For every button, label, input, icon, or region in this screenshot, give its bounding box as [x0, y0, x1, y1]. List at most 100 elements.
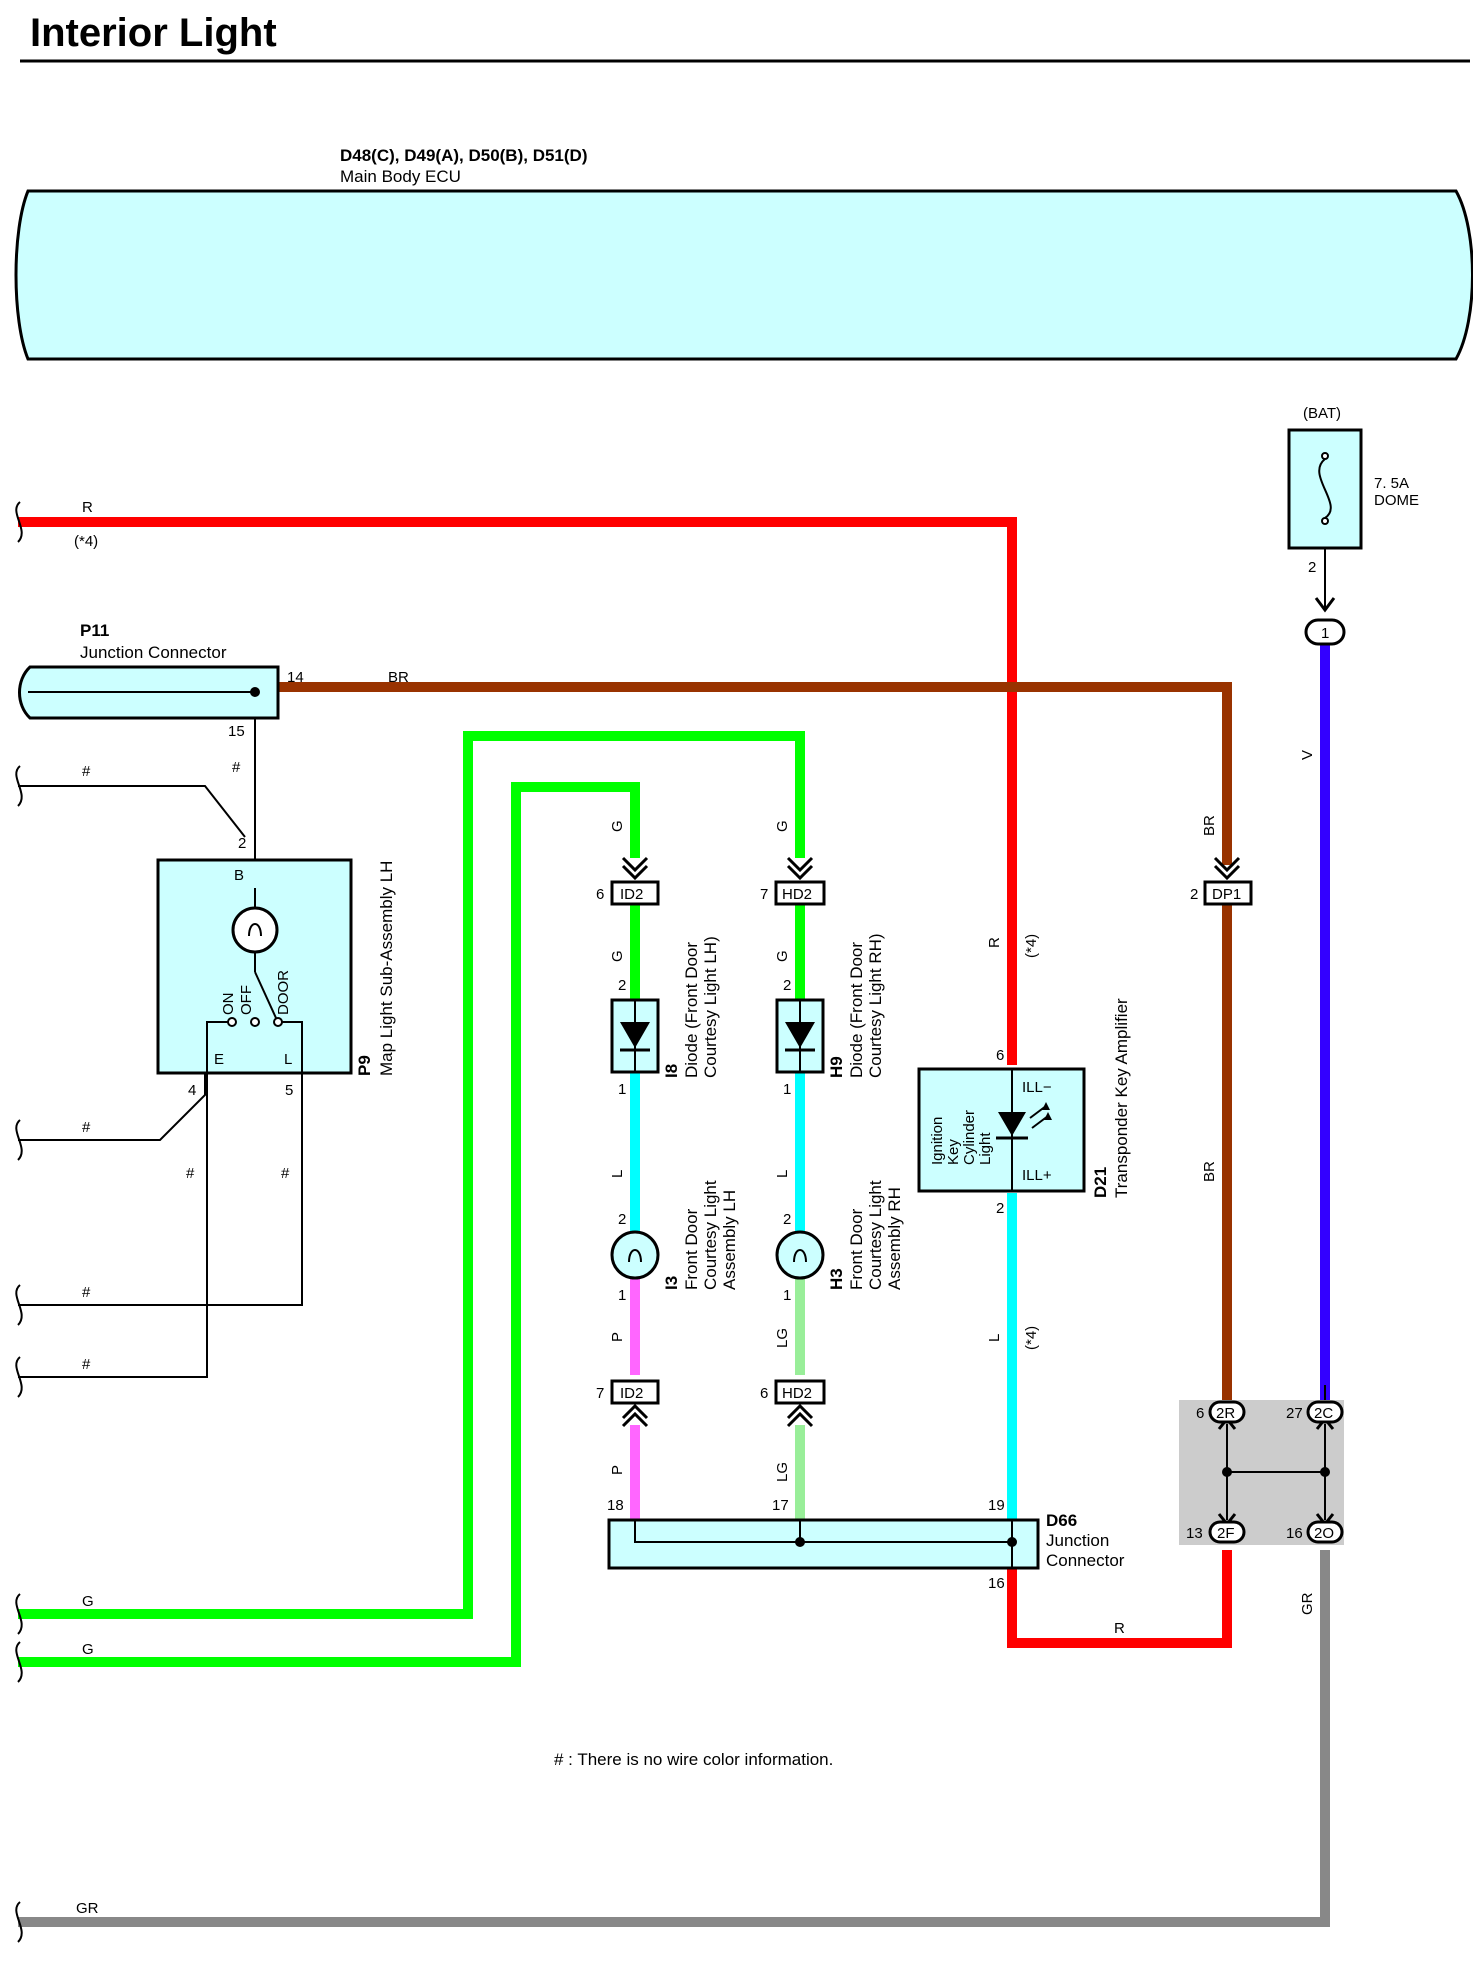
dome-fuse: (BAT) 7. 5A DOME 2 1	[1287, 405, 1419, 646]
p9-pin-5: 5	[285, 1082, 293, 1099]
svg-text:27: 27	[1286, 1405, 1303, 1422]
p9-label-on: ON	[220, 993, 237, 1016]
p11-junction-connector: P11 Junction Connector 14 15	[18, 621, 304, 740]
svg-text:Transponder Key Amplifier: Transponder Key Amplifier	[1112, 998, 1131, 1198]
svg-text:G: G	[82, 1641, 94, 1658]
svg-text:Courtesy Light: Courtesy Light	[866, 1180, 885, 1290]
svg-text:R: R	[82, 499, 93, 516]
svg-text:2: 2	[618, 1211, 626, 1228]
page-title: Interior Light	[30, 11, 277, 55]
svg-text:#: #	[82, 1284, 91, 1301]
svg-text:ILL−: ILL−	[1022, 1079, 1052, 1096]
diode-h9: 2 1 H9 Diode (Front Door Courtesy Light …	[775, 933, 885, 1098]
svg-text:1: 1	[783, 1287, 791, 1304]
main-body-ecu: D48(C), D49(A), D50(B), D51(D) Main Body…	[14, 146, 1473, 361]
svg-text:Cylinder: Cylinder	[961, 1110, 978, 1165]
svg-text:16: 16	[1286, 1525, 1303, 1542]
svg-text:Courtesy Light LH): Courtesy Light LH)	[701, 936, 720, 1078]
fuse-connector	[1304, 618, 1346, 646]
svg-text:Courtesy Light RH): Courtesy Light RH)	[866, 933, 885, 1078]
svg-text:Assembly LH: Assembly LH	[720, 1190, 739, 1290]
ecu-box	[14, 189, 1473, 361]
footnote: # : There is no wire color information.	[554, 1750, 833, 1769]
svg-text:2: 2	[783, 977, 791, 994]
p9-label-door: DOOR	[275, 970, 292, 1015]
svg-text:6: 6	[760, 1385, 768, 1402]
diode-i8-icon	[620, 1022, 650, 1048]
svg-text:L: L	[609, 1170, 626, 1178]
jb-2f	[1208, 1520, 1246, 1544]
bulb-h3-icon	[775, 1230, 825, 1280]
connector-id2-top: ID2 6	[596, 856, 660, 906]
svg-text:L: L	[774, 1170, 791, 1178]
svg-text:6: 6	[596, 886, 604, 903]
svg-text:#: #	[82, 763, 91, 780]
p9-pin-4: 4	[188, 1082, 196, 1099]
fuse-connector-pin: 1	[1321, 625, 1329, 642]
wire-labels: R (*4) BR # # # # # # # G G GR G G G G L…	[74, 499, 1316, 1917]
p9-label-b: B	[234, 867, 244, 884]
fuse-icon	[1318, 458, 1332, 519]
fuse-source: (BAT)	[1303, 405, 1341, 422]
jb-2c	[1306, 1400, 1344, 1424]
svg-text:DP1: DP1	[1212, 886, 1241, 903]
svg-text:(*4): (*4)	[1023, 1326, 1040, 1350]
diode-h9-icon	[785, 1022, 815, 1048]
jb-2r	[1208, 1400, 1246, 1424]
p9-map-light: 2 B ON OFF DOOR E L 4 5 P9 Map Light Sub…	[156, 835, 396, 1099]
svg-text:(*4): (*4)	[74, 533, 98, 550]
svg-text:13: 13	[1186, 1525, 1203, 1542]
d66-box	[607, 1518, 1040, 1570]
svg-text:BR: BR	[1201, 1161, 1218, 1182]
svg-text:2: 2	[783, 1211, 791, 1228]
svg-text:I8: I8	[662, 1064, 681, 1078]
svg-text:2O: 2O	[1314, 1525, 1334, 1542]
svg-text:P: P	[609, 1332, 626, 1342]
svg-text:D66: D66	[1046, 1511, 1077, 1530]
connector-hd2-top: HD2 7	[760, 856, 826, 906]
p9-bulb-icon	[231, 906, 279, 954]
svg-text:ID2: ID2	[620, 1385, 643, 1402]
svg-text:#: #	[281, 1165, 290, 1182]
svg-text:G: G	[82, 1593, 94, 1610]
svg-text:2: 2	[618, 977, 626, 994]
junction-block: 2R 2C 2F 2O 6 27 13 16	[1179, 1400, 1344, 1545]
svg-text:R: R	[986, 937, 1003, 948]
svg-text:Assembly RH: Assembly RH	[885, 1187, 904, 1290]
svg-text:ID2: ID2	[620, 886, 643, 903]
svg-text:1: 1	[618, 1081, 626, 1098]
svg-text:BR: BR	[388, 669, 409, 686]
ecu-codes: D48(C), D49(A), D50(B), D51(D)	[340, 146, 587, 165]
svg-text:D21: D21	[1091, 1167, 1110, 1198]
svg-text:Front Door: Front Door	[847, 1208, 866, 1290]
d21-transponder-key-amplifier: ILL− ILL+ Ignition Key Cylinder Light 6 …	[917, 998, 1131, 1217]
connectors-top: ID2 6 HD2 7 DP1 2	[596, 856, 1253, 906]
connector-hd2-bottom: HD2 6	[760, 1379, 826, 1428]
svg-text:17: 17	[772, 1497, 789, 1514]
p9-name: Map Light Sub-Assembly LH	[377, 861, 396, 1076]
svg-text:Key: Key	[945, 1139, 962, 1165]
svg-text:G: G	[609, 820, 626, 832]
wire-r-bottom	[1007, 1550, 1232, 1648]
wire-r-top	[18, 517, 1017, 1065]
svg-text:G: G	[609, 950, 626, 962]
svg-text:I3: I3	[662, 1276, 681, 1290]
jb-2o	[1306, 1520, 1344, 1544]
svg-text:LG: LG	[774, 1462, 791, 1482]
svg-text:#: #	[82, 1119, 91, 1136]
svg-text:Junction: Junction	[1046, 1531, 1109, 1550]
svg-text:Ignition: Ignition	[929, 1117, 946, 1165]
svg-text:#: #	[82, 1356, 91, 1373]
p9-label-l: L	[284, 1051, 292, 1068]
p9-label-e: E	[214, 1051, 224, 1068]
svg-text:P: P	[609, 1465, 626, 1475]
connectors-bottom: ID2 7 HD2 6	[596, 1379, 826, 1428]
svg-text:2C: 2C	[1314, 1405, 1333, 1422]
svg-text:LG: LG	[774, 1328, 791, 1348]
svg-text:(*4): (*4)	[1023, 934, 1040, 958]
svg-text:16: 16	[988, 1575, 1005, 1592]
svg-text:18: 18	[607, 1497, 624, 1514]
svg-text:7: 7	[596, 1385, 604, 1402]
svg-text:ILL+: ILL+	[1022, 1167, 1052, 1184]
